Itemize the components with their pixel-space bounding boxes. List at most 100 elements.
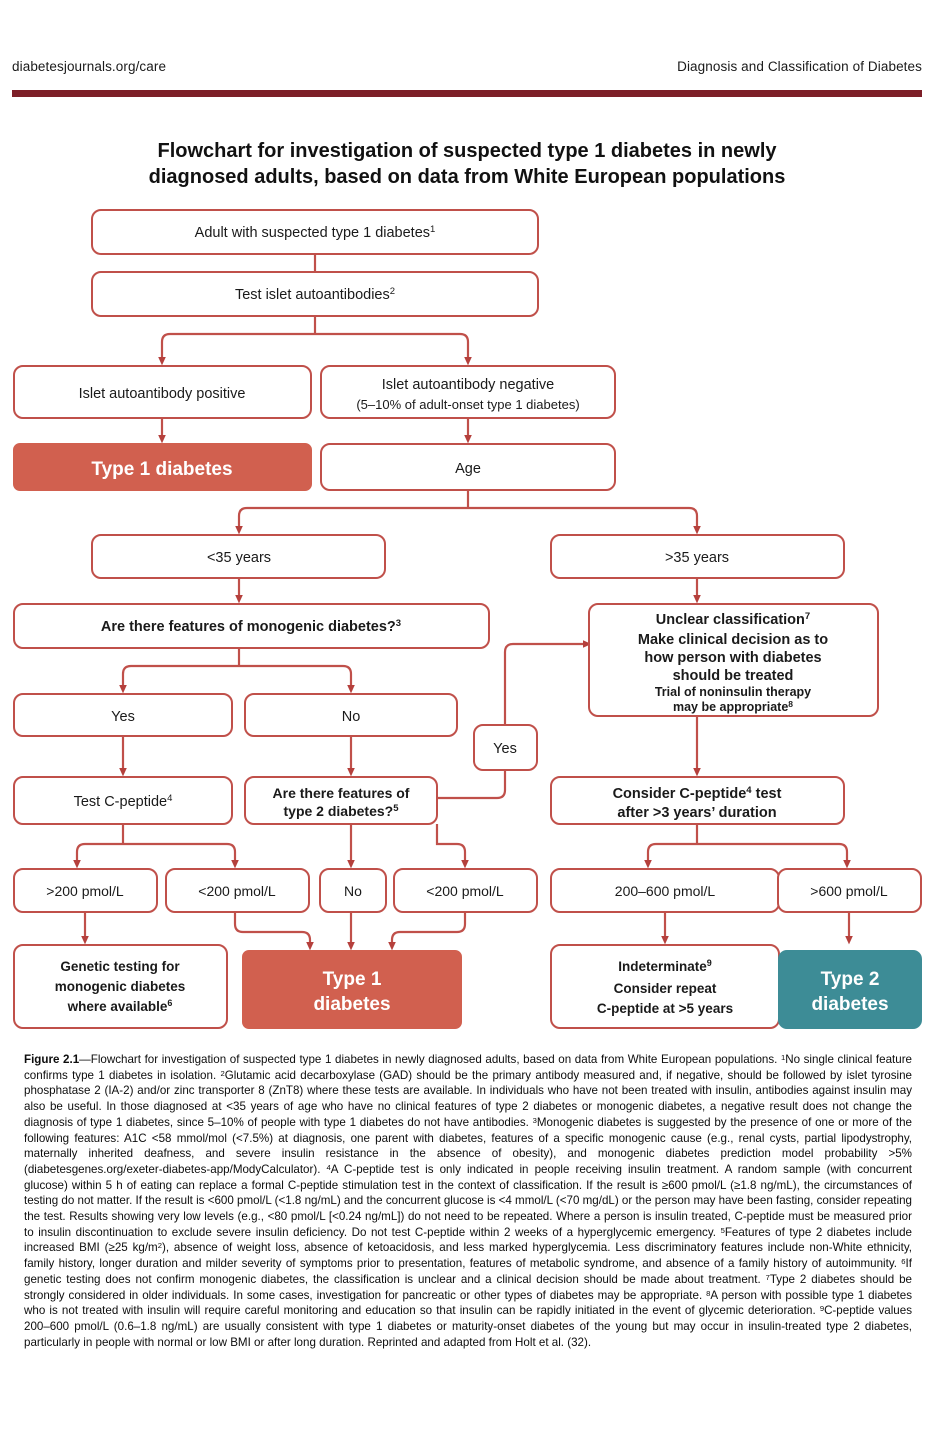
node-n21-label: 200–600 pmol/L bbox=[615, 883, 716, 899]
svg-text:Are there features of monogeni: Are there features of monogenic diabetes… bbox=[101, 618, 401, 635]
svg-text:Test C-peptide4: Test C-peptide4 bbox=[74, 793, 173, 810]
node-n23-sup: 6 bbox=[167, 998, 172, 1008]
node-n12-label: No bbox=[342, 709, 361, 725]
running-head: diabetesjournals.org/care Diagnosis and … bbox=[0, 52, 934, 80]
node-n10-sup: 7 bbox=[805, 611, 810, 622]
node-indeterminate[interactable]: Indeterminate9 Consider repeat C-peptide… bbox=[550, 944, 780, 1029]
node-n10-label: Unclear classification bbox=[656, 612, 805, 628]
edge-n6-n7 bbox=[235, 506, 468, 535]
node-n22-label: >600 pmol/L bbox=[810, 883, 888, 899]
node-n4-sublabel: (5–10% of adult-onset type 1 diabetes) bbox=[356, 397, 579, 412]
node-under-35-years[interactable]: <35 years bbox=[91, 534, 386, 579]
svg-text:type 2 diabetes?5: type 2 diabetes?5 bbox=[284, 803, 400, 819]
svg-text:may be appropriate8: may be appropriate8 bbox=[673, 699, 793, 714]
node-n25-line1: Consider repeat bbox=[614, 981, 717, 996]
figure-title-line1: Flowchart for investigation of suspected… bbox=[157, 140, 777, 162]
node-features-monogenic-question[interactable]: Are there features of monogenic diabetes… bbox=[13, 603, 490, 649]
node-islet-autoantibody-negative[interactable]: Islet autoantibody negative (5–10% of ad… bbox=[320, 365, 616, 419]
node-under-200-pmol-b[interactable]: <200 pmol/L bbox=[393, 868, 538, 913]
figure-title-line2: diagnosed adults, based on data from Whi… bbox=[148, 166, 786, 189]
edge-n13-n10 bbox=[503, 640, 592, 725]
node-n11-label: Yes bbox=[111, 709, 135, 725]
node-n23-line3: where available bbox=[67, 999, 168, 1014]
edge-n2-n3 bbox=[158, 332, 315, 366]
edge-n2-n4 bbox=[315, 332, 472, 366]
node-n16-sup: 4 bbox=[746, 785, 752, 796]
svg-text:Consider C-peptide4 test: Consider C-peptide4 test bbox=[613, 785, 782, 802]
journal-url: diabetesjournals.org/care bbox=[12, 58, 167, 74]
svg-text:Indeterminate9: Indeterminate9 bbox=[618, 958, 712, 974]
node-n14-sup: 4 bbox=[167, 793, 172, 804]
node-n16-label: Consider C-peptide bbox=[613, 786, 747, 802]
node-type-1-diabetes-outcome[interactable]: Type 1 diabetes bbox=[242, 950, 462, 1029]
svg-text:Adult with suspected type 1 di: Adult with suspected type 1 diabetes1 bbox=[195, 224, 436, 241]
node-t2d-features-yes[interactable]: Yes bbox=[473, 724, 538, 771]
node-type-1-diabetes-primary[interactable]: Type 1 diabetes bbox=[13, 443, 312, 491]
node-n24-line1: Type 1 bbox=[323, 969, 382, 990]
svg-text:Unclear classification7: Unclear classification7 bbox=[656, 611, 810, 628]
edge-n15-n13 bbox=[437, 770, 507, 800]
edge-n15-n20 bbox=[435, 824, 469, 869]
node-n23-line1: Genetic testing for bbox=[60, 959, 180, 974]
node-n10-small1: Trial of noninsulin therapy bbox=[655, 685, 811, 699]
node-t2d-features-no[interactable]: No bbox=[319, 868, 387, 913]
node-n25-line2: C-peptide at >5 years bbox=[597, 1001, 733, 1016]
node-over-200-pmol[interactable]: >200 pmol/L bbox=[13, 868, 158, 913]
node-200-600-pmol[interactable]: 200–600 pmol/L bbox=[550, 868, 780, 913]
node-type-2-diabetes-outcome[interactable]: Type 2 diabetes bbox=[778, 950, 922, 1029]
node-n16-line2: after >3 years’ duration bbox=[617, 805, 776, 821]
node-n18-label: <200 pmol/L bbox=[198, 883, 276, 899]
node-n24-line2: diabetes bbox=[313, 994, 390, 1015]
header-rule bbox=[12, 90, 922, 97]
node-n25-sup: 9 bbox=[707, 958, 712, 968]
edge-n16-n22 bbox=[697, 842, 851, 869]
node-n26-line1: Type 2 bbox=[821, 969, 880, 990]
edge-n20-n24 bbox=[388, 912, 467, 951]
node-n2-label: Test islet autoantibodies bbox=[235, 287, 390, 303]
node-n15-line1: Are there features of bbox=[273, 785, 410, 801]
node-over-600-pmol[interactable]: >600 pmol/L bbox=[777, 868, 922, 913]
node-n1-label: Adult with suspected type 1 diabetes bbox=[195, 225, 430, 241]
node-monogenic-yes[interactable]: Yes bbox=[13, 693, 233, 737]
node-n15-line2: type 2 diabetes? bbox=[284, 803, 394, 819]
node-n10-line3: should be treated bbox=[673, 668, 794, 684]
node-age[interactable]: Age bbox=[320, 443, 616, 491]
node-adult-suspected-t1d[interactable]: Adult with suspected type 1 diabetes1 bbox=[91, 209, 539, 255]
node-n8-label: >35 years bbox=[665, 550, 729, 566]
flowchart: Adult with suspected type 1 diabetes1 Te… bbox=[13, 209, 922, 1029]
node-n2-sup: 2 bbox=[390, 286, 395, 297]
node-n16-label-tail: test bbox=[752, 786, 782, 802]
node-over-35-years[interactable]: >35 years bbox=[550, 534, 845, 579]
section-title: Diagnosis and Classification of Diabetes bbox=[677, 58, 922, 74]
node-test-c-peptide[interactable]: Test C-peptide4 bbox=[13, 776, 233, 825]
node-n23-line2: monogenic diabetes bbox=[55, 979, 186, 994]
edge-n6-n8 bbox=[468, 506, 701, 535]
node-features-type2-question[interactable]: Are there features of type 2 diabetes?5 bbox=[244, 776, 438, 825]
node-n7-label: <35 years bbox=[207, 550, 271, 566]
node-genetic-testing[interactable]: Genetic testing for monogenic diabetes w… bbox=[13, 944, 228, 1029]
figure-title: Flowchart for investigation of suspected… bbox=[60, 138, 874, 191]
node-n4-label: Islet autoantibody negative bbox=[382, 377, 555, 393]
node-n15-sup: 5 bbox=[393, 803, 399, 814]
node-consider-c-peptide-test[interactable]: Consider C-peptide4 test after >3 years’… bbox=[550, 776, 845, 825]
node-test-islet-autoantibodies[interactable]: Test islet autoantibodies2 bbox=[91, 271, 539, 317]
edge-n9-n12 bbox=[239, 664, 355, 694]
node-n25-label: Indeterminate bbox=[618, 959, 707, 974]
figure-caption-label: Figure 2.1 bbox=[24, 1053, 80, 1066]
node-islet-autoantibody-positive[interactable]: Islet autoantibody positive bbox=[13, 365, 312, 419]
node-under-200-pmol-a[interactable]: <200 pmol/L bbox=[165, 868, 310, 913]
figure-caption-dash: — bbox=[79, 1053, 91, 1066]
node-n17-label: >200 pmol/L bbox=[46, 883, 124, 899]
node-n20-label: <200 pmol/L bbox=[426, 883, 504, 899]
edge-n16-n21 bbox=[644, 842, 697, 869]
node-n5-label: Type 1 diabetes bbox=[91, 459, 232, 480]
node-monogenic-no[interactable]: No bbox=[244, 693, 458, 737]
node-n9-label: Are there features of monogenic diabetes… bbox=[101, 619, 396, 635]
node-n10-line2: how person with diabetes bbox=[644, 650, 821, 666]
figure-caption: Figure 2.1—Flowchart for investigation o… bbox=[24, 1052, 912, 1350]
node-n10-small-sup: 8 bbox=[788, 699, 793, 709]
node-n26-line2: diabetes bbox=[811, 994, 888, 1015]
node-n13-label: Yes bbox=[493, 741, 517, 757]
node-unclear-classification[interactable]: Unclear classification7 Make clinical de… bbox=[588, 603, 879, 717]
node-n3-label: Islet autoantibody positive bbox=[79, 386, 246, 402]
